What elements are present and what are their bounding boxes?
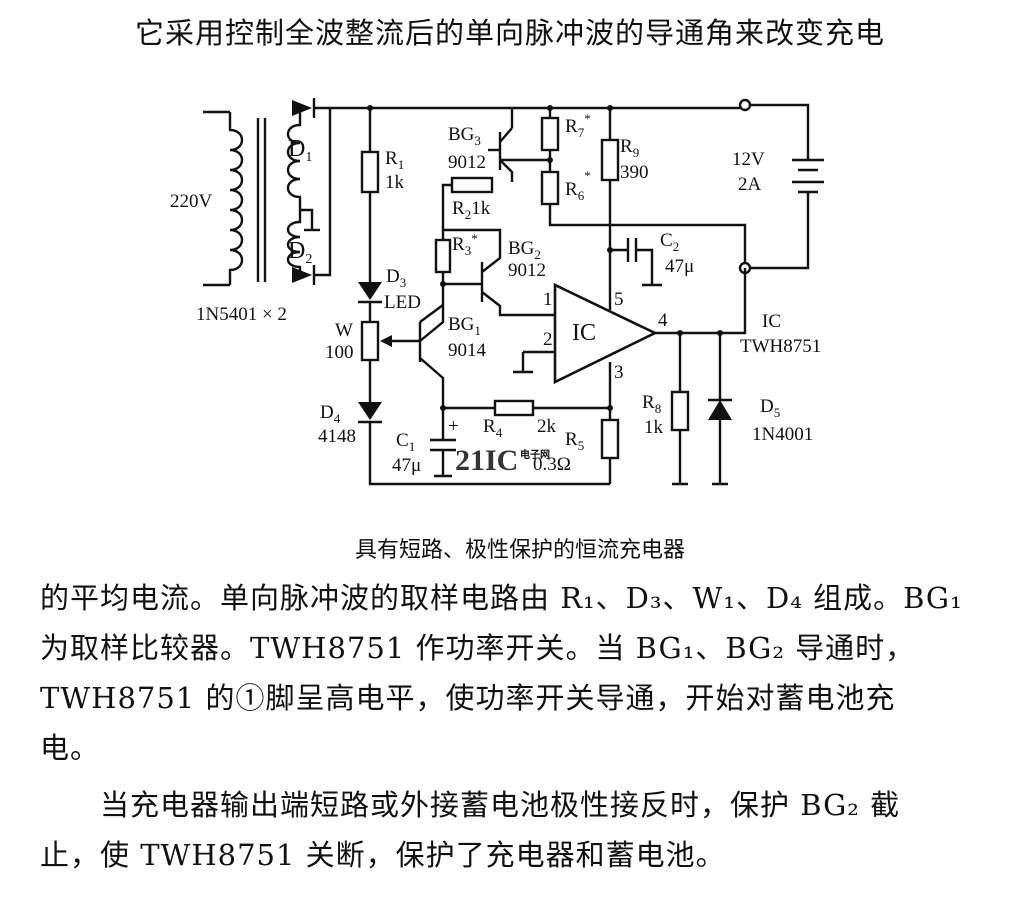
label-w: W: [335, 320, 353, 341]
transistor-bg2: [443, 228, 555, 317]
resistor-r4: [493, 399, 535, 417]
label-r8: R8: [642, 392, 661, 416]
label-r1-value: 1k: [385, 172, 405, 193]
label-c2-value: 47μ: [665, 256, 694, 277]
paragraph-1-line-1: 的平均电流。单向脉冲波的取样电路由 R₁、D₃、W₁、D₄ 组成。BG₁: [40, 581, 963, 615]
ic-op-amp: [553, 282, 658, 385]
led-d3: [358, 282, 382, 300]
resistor-r9: [600, 138, 620, 182]
label-d3: D3: [386, 266, 406, 290]
transformer: [203, 108, 320, 287]
label-r3: R3*: [452, 231, 478, 258]
label-ic-pin5: 5: [614, 289, 624, 310]
diode-d2: [292, 108, 332, 285]
paragraph-intro-line: 它采用控制全波整流后的单向脉冲波的导通角来改变充电: [135, 16, 886, 50]
label-r6: R6*: [565, 168, 591, 203]
label-bg3-part: 9012: [448, 152, 486, 173]
label-r4: R4: [483, 416, 503, 440]
label-r4-value: 2k: [537, 416, 557, 437]
diode-d4: [358, 402, 382, 420]
label-c1-plus: +: [448, 416, 459, 437]
watermark-logo: 21IC: [455, 444, 518, 477]
label-d2: D2: [288, 238, 312, 267]
label-ic-pin3: 3: [614, 362, 624, 383]
output-terminal-positive: [738, 98, 752, 112]
resistor-r2: [450, 176, 494, 194]
label-ic-pin2: 2: [543, 329, 553, 350]
label-battery-current: 2A: [738, 174, 762, 195]
label-bg1: BG1: [448, 314, 481, 338]
label-bg1-part: 9014: [448, 340, 487, 361]
label-d1: D1: [288, 136, 312, 165]
label-battery-voltage: 12V: [732, 149, 765, 170]
label-r5-value: 0.3Ω: [533, 454, 571, 475]
paragraph-2-line-2: 止，使 TWH8751 关断，保护了充电器和蓄电池。: [40, 838, 726, 872]
label-d5-part: 1N4001: [752, 424, 813, 445]
resistor-r6: [540, 170, 560, 206]
battery: [792, 158, 824, 200]
label-r8-value: 1k: [644, 417, 664, 438]
paragraph-1-line-2: 为取样比较器。TWH8751 作功率开关。当 BG₁、BG₂ 导通时，: [40, 631, 916, 665]
paragraph-2-line-1: 当充电器输出端短路或外接蓄电池极性接反时，保护 BG₂ 截: [100, 788, 901, 822]
label-r2: R21k: [452, 198, 491, 222]
diode-d5: [708, 400, 732, 420]
label-r9-value: 390: [620, 162, 649, 183]
label-c2: C2: [660, 230, 679, 254]
capacitor-c1: [430, 408, 456, 478]
label-r5: R5: [565, 429, 584, 453]
paragraph-1-line-3: TWH8751 的①脚呈高电平，使功率开关导通，开始对蓄电池充: [40, 681, 896, 715]
label-d5: D5: [760, 396, 780, 420]
label-bg2: BG2: [508, 238, 541, 262]
label-d3-type: LED: [384, 292, 421, 313]
label-r7: R7*: [565, 111, 591, 140]
resistor-r5: [600, 418, 620, 460]
label-c1: C1: [396, 430, 415, 454]
potentiometer-w: [360, 320, 380, 362]
label-ic-name: IC: [762, 311, 781, 332]
label-r9: R9: [620, 136, 639, 160]
label-ic-pin4: 4: [658, 310, 668, 331]
label-c1-value: 47μ: [392, 455, 421, 476]
label-d4: D4: [320, 402, 341, 426]
figure-caption: 具有短路、极性保护的恒流充电器: [355, 538, 686, 563]
transistor-bg1: [419, 304, 445, 408]
label-w-value: 100: [325, 342, 354, 363]
charger-schematic: 220V D1 D2 1N5401 × 2 R1 1k D3 LED W 100…: [170, 98, 824, 486]
label-ic-part: TWH8751: [740, 336, 821, 357]
diode-d1: [292, 98, 316, 118]
label-ic: IC: [572, 320, 596, 346]
resistor-r1: [360, 150, 380, 194]
capacitor-c2: [610, 238, 662, 287]
label-input-voltage: 220V: [170, 191, 213, 212]
label-ic-pin1: 1: [543, 289, 553, 310]
label-bg2-part: 9012: [508, 260, 546, 281]
resistor-r7: [540, 116, 560, 152]
transistor-bg3: [488, 105, 553, 182]
watermark-sub: 电子网: [520, 448, 550, 461]
label-bg3: BG3: [448, 124, 481, 148]
resistor-r8: [670, 390, 690, 432]
paragraph-1-line-4: 电。: [40, 731, 101, 765]
resistor-r3: [434, 238, 452, 274]
label-rectifier-part: 1N5401 × 2: [196, 304, 287, 325]
label-d4-part: 4148: [318, 426, 356, 447]
label-r1: R1: [385, 148, 404, 172]
